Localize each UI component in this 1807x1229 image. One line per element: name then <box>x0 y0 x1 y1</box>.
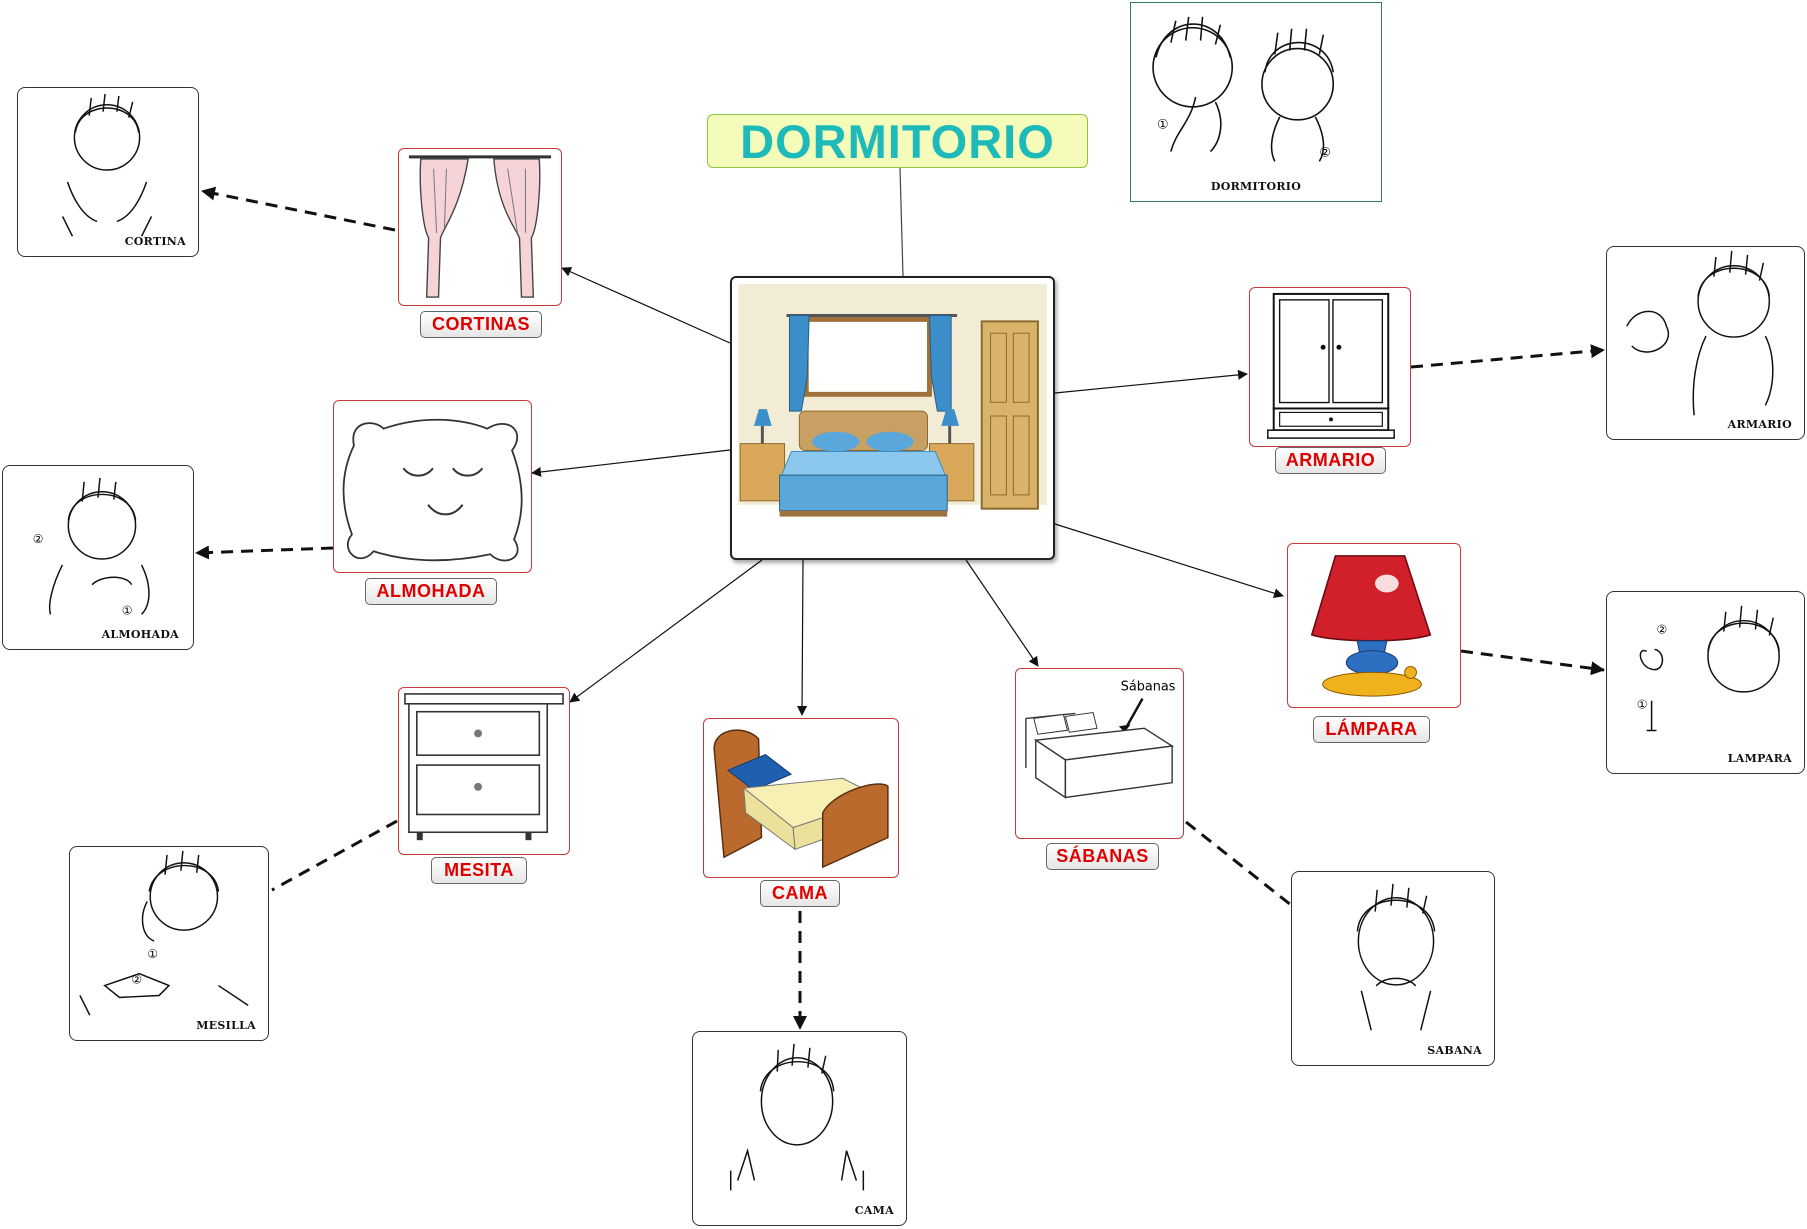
sabanas-picture: Sábanas <box>1015 668 1184 839</box>
circled-number: ② <box>1319 145 1331 160</box>
mesita-picture <box>398 687 570 855</box>
almohada-sign-caption: ALMOHADA <box>102 628 179 641</box>
label-almohada: ALMOHADA <box>365 578 497 605</box>
dash-mesita-sign <box>272 821 397 890</box>
dash-cortinas-sign <box>202 191 395 230</box>
circled-number: ② <box>131 973 142 987</box>
diagram-title: DORMITORIO <box>707 114 1088 168</box>
sign-figure-icon <box>1607 247 1804 439</box>
label-cortinas: CORTINAS <box>420 311 542 338</box>
arrow-to-cortinas <box>562 268 730 343</box>
circled-number: ② <box>1657 623 1668 637</box>
sabana-sign-card: SABANA <box>1291 871 1495 1066</box>
label-cama: CAMA <box>760 880 840 907</box>
cama-picture <box>703 718 899 878</box>
label-mesita: MESITA <box>431 857 527 884</box>
label-lampara: LÁMPARA <box>1313 716 1430 743</box>
cortina-sign-caption: CORTINA <box>125 235 186 248</box>
arrow-to-mesita <box>570 560 762 702</box>
sign-figure-icon: ① ② <box>70 847 268 1040</box>
mesilla-sign-card: ① ② MESILLA <box>69 846 269 1041</box>
arrow-to-cama <box>802 560 803 715</box>
dash-lampara-sign <box>1461 651 1604 670</box>
circled-number: ① <box>1157 118 1169 133</box>
wardrobe-icon <box>1250 288 1410 446</box>
lampara-sign-caption: LAMPARA <box>1728 752 1792 765</box>
lampara-picture <box>1287 543 1461 708</box>
lampara-sign-card: ② ① LAMPARA <box>1606 591 1805 774</box>
circled-number: ① <box>1637 698 1648 712</box>
bed-icon <box>704 719 898 877</box>
arrow-to-lampara <box>1055 524 1283 596</box>
curtains-icon <box>399 149 561 305</box>
bedroom-illustration <box>730 276 1055 560</box>
arrow-to-sabanas <box>966 560 1038 666</box>
armario-sign-card: ARMARIO <box>1606 246 1805 440</box>
sign-figure-icon: ① ② <box>1131 3 1381 201</box>
cama-sign-caption: CAMA <box>855 1204 894 1217</box>
cama-sign-card: CAMA <box>692 1031 907 1226</box>
dash-armario-sign <box>1411 350 1604 367</box>
circled-number: ② <box>33 532 44 546</box>
sabana-sign-caption: SABANA <box>1427 1044 1482 1057</box>
label-armario: ARMARIO <box>1275 447 1386 474</box>
armario-sign-caption: ARMARIO <box>1728 418 1792 431</box>
dormitorio-sign-card: ① ② DORMITORIO <box>1130 2 1382 202</box>
dormitorio-sign-caption: DORMITORIO <box>1131 180 1381 193</box>
sign-figure-icon <box>693 1032 906 1225</box>
almohada-sign-card: ② ① ALMOHADA <box>2 465 194 650</box>
cortina-sign-card: CORTINA <box>17 87 199 257</box>
pillow-icon <box>334 401 531 572</box>
mesilla-sign-caption: MESILLA <box>196 1019 256 1032</box>
bedroom-icon <box>732 278 1053 558</box>
sabanas-picture-text: Sábanas <box>1121 680 1176 695</box>
sign-figure-icon <box>1292 872 1494 1065</box>
arrow-to-almohada <box>532 450 730 473</box>
circled-number: ① <box>147 947 158 961</box>
sign-figure-icon: ② ① <box>3 466 193 649</box>
dash-sabanas-sign <box>1186 822 1291 905</box>
sign-figure-icon: ② ① <box>1607 592 1804 773</box>
arrow-to-armario <box>1055 374 1247 393</box>
sign-figure-icon <box>18 88 198 256</box>
armario-picture <box>1249 287 1411 447</box>
sheets-bed-icon: Sábanas <box>1016 669 1183 838</box>
almohada-picture <box>333 400 532 573</box>
dash-almohada-sign <box>196 548 333 553</box>
label-sabanas: SÁBANAS <box>1046 843 1159 870</box>
title-connector <box>900 168 903 276</box>
lamp-icon <box>1288 544 1460 707</box>
circled-number: ① <box>122 603 133 617</box>
nightstand-icon <box>399 688 569 854</box>
cortinas-picture <box>398 148 562 306</box>
